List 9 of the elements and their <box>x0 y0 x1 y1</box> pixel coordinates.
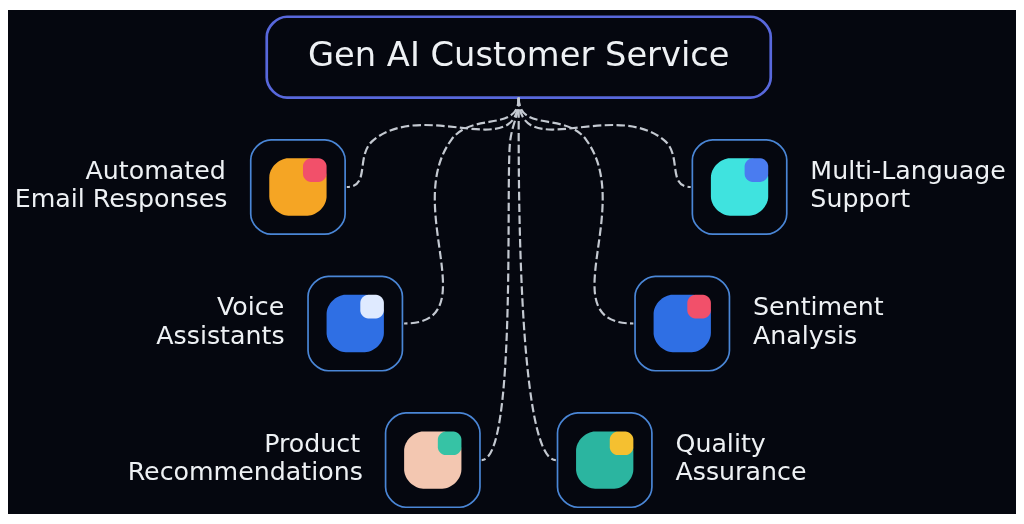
connector <box>403 97 520 325</box>
node-label: Automated Email Responses <box>14 155 228 214</box>
node-label: Product Recommendations <box>127 428 363 487</box>
node-label: Multi-Language Support <box>810 155 1006 214</box>
node-label: Voice Assistants <box>156 292 285 350</box>
node-label: Sentiment Analysis <box>753 292 884 350</box>
connector <box>517 97 557 461</box>
node-box: Gen AI Customer Service <box>265 15 773 99</box>
node-label: Quality Assurance <box>675 428 807 487</box>
